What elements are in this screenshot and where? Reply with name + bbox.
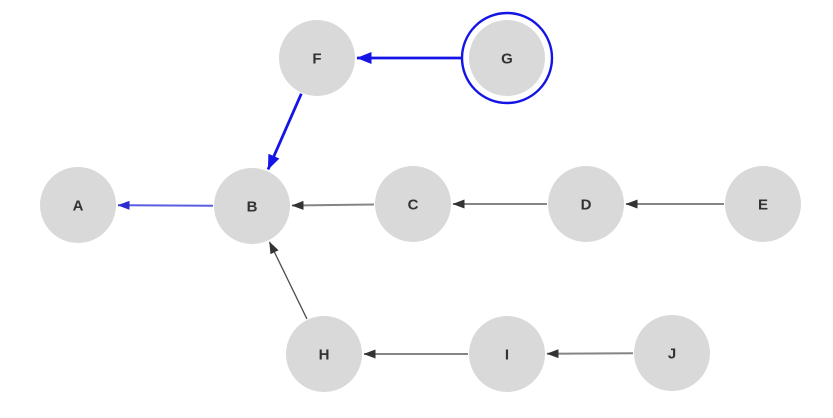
edge-B-A[interactable]: [117, 200, 214, 210]
edge-F-B[interactable]: [266, 93, 303, 170]
node-I[interactable]: I: [469, 316, 545, 392]
node-G-selection-ring: [460, 11, 554, 105]
edge-H-B[interactable]: [268, 241, 308, 320]
node-F-circle[interactable]: [279, 20, 355, 96]
node-J[interactable]: J: [634, 315, 710, 391]
node-I-circle[interactable]: [469, 316, 545, 392]
node-B-circle[interactable]: [214, 168, 290, 244]
node-A[interactable]: A: [40, 167, 116, 243]
node-G[interactable]: G: [460, 11, 554, 105]
edge-C-B[interactable]: [291, 200, 375, 210]
node-G-circle[interactable]: [469, 20, 545, 96]
node-E[interactable]: E: [725, 166, 801, 242]
node-C-circle[interactable]: [375, 166, 451, 242]
node-B[interactable]: B: [214, 168, 290, 244]
node-E-circle[interactable]: [725, 166, 801, 242]
node-H-circle[interactable]: [286, 316, 362, 392]
node-C[interactable]: C: [375, 166, 451, 242]
node-F[interactable]: F: [279, 20, 355, 96]
node-A-circle[interactable]: [40, 167, 116, 243]
node-D[interactable]: D: [548, 166, 624, 242]
edge-J-I[interactable]: [546, 349, 634, 359]
node-H[interactable]: H: [286, 316, 362, 392]
node-J-circle[interactable]: [634, 315, 710, 391]
node-D-circle[interactable]: [548, 166, 624, 242]
